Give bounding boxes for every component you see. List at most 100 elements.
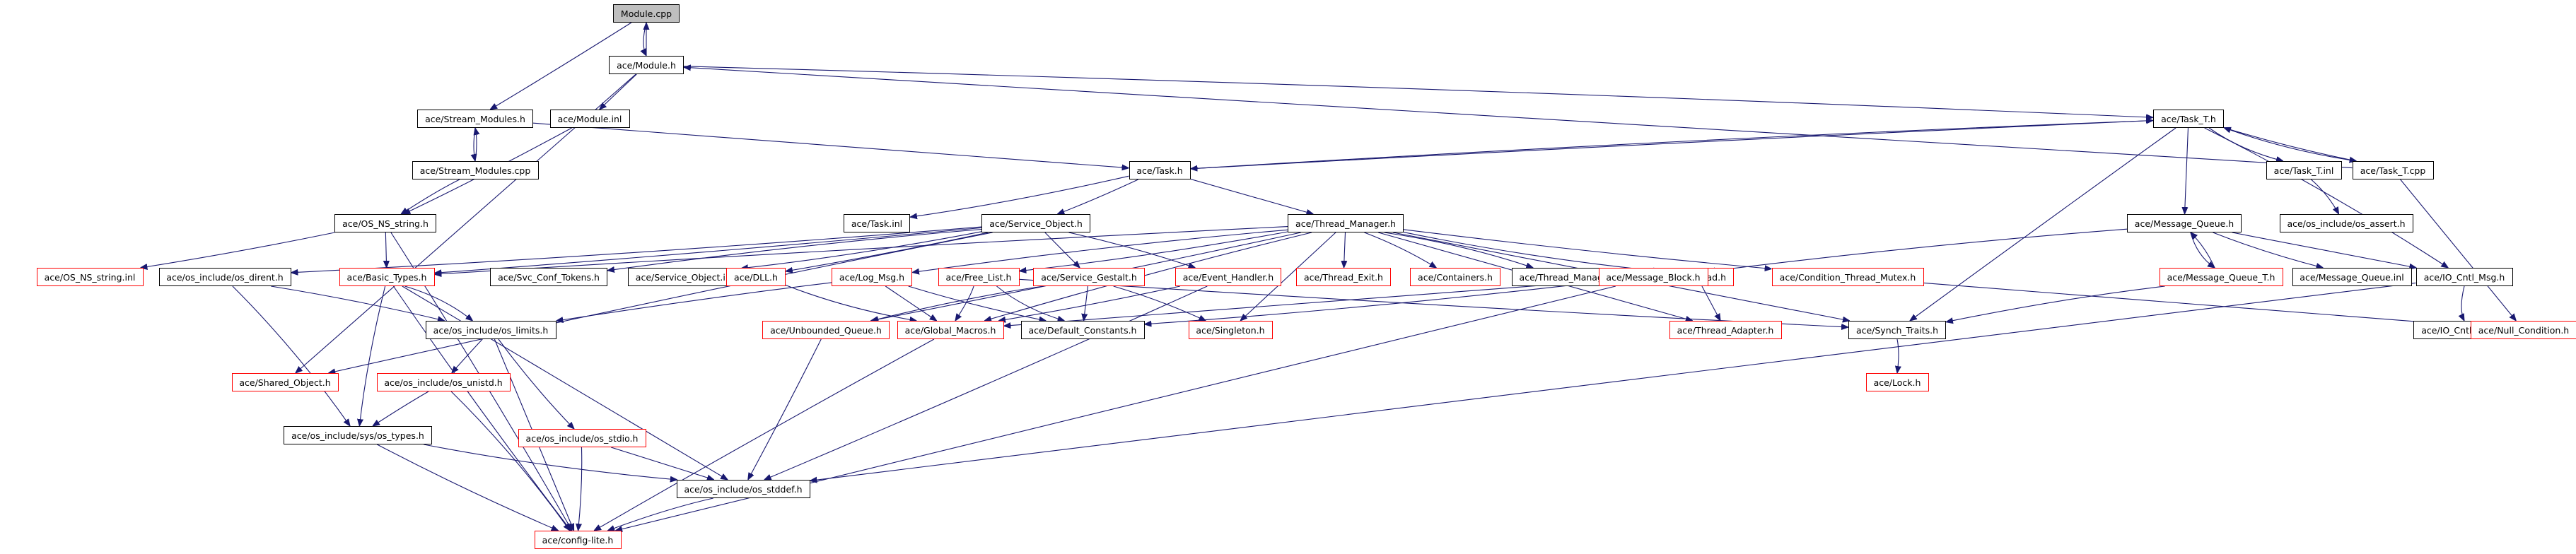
graph-node-task-inl[interactable]: ace/Task.inl xyxy=(844,214,910,232)
graph-node-os-ns-string-inl[interactable]: ace/OS_NS_string.inl xyxy=(36,268,144,286)
edge-task-t-cpp-to-module-h xyxy=(684,67,2353,169)
edge-synch-traits-h-to-lock-h xyxy=(1897,338,1899,373)
edge-global-macros-h-to-config-lite-h xyxy=(594,338,935,531)
graph-node-os-stdio-h[interactable]: ace/os_include/os_stdio.h xyxy=(518,429,646,447)
edge-task-t-h-to-task-t-inl xyxy=(2208,127,2283,161)
graph-node-default-constants-h[interactable]: ace/Default_Constants.h xyxy=(1020,321,1145,339)
graph-node-event-handler-h[interactable]: ace/Event_Handler.h xyxy=(1175,268,1281,286)
edge-message-queue-h-to-message-queue-inl xyxy=(2213,232,2324,268)
edge-thread-manager-h-to-containers-h xyxy=(1364,232,1437,268)
edge-service-object-h-to-dll-h xyxy=(786,232,989,271)
graph-node-module-inl[interactable]: ace/Module.inl xyxy=(549,110,630,128)
graph-node-log-msg-h[interactable]: ace/Log_Msg.h xyxy=(832,268,912,286)
edge-service-object-h-to-shared-object-h xyxy=(328,232,993,373)
edge-dll-h-to-global-macros-h xyxy=(785,284,916,321)
edge-io-cntl-msg-h-to-io-cntl-msg-inl xyxy=(2461,285,2464,321)
graph-node-os-types-h[interactable]: ace/os_include/sys/os_types.h xyxy=(284,426,432,444)
graph-node-os-dirent-h[interactable]: ace/os_include/os_dirent.h xyxy=(158,268,291,286)
edge-module-h-to-task-t-h xyxy=(683,66,2153,117)
edge-stream-modules-h-to-stream-modules-cpp xyxy=(474,127,475,161)
edge-log-msg-h-to-os-limits-h xyxy=(556,282,832,321)
graph-node-message-queue-h[interactable]: ace/Message_Queue.h xyxy=(2127,214,2242,232)
graph-node-message-queue-inl[interactable]: ace/Message_Queue.inl xyxy=(2292,268,2412,286)
graph-node-thread-adapter-h[interactable]: ace/Thread_Adapter.h xyxy=(1669,321,1782,339)
edge-os-types-h-to-os-stddef-h xyxy=(424,444,677,480)
edge-os-stddef-h-to-config-lite-h xyxy=(607,497,713,531)
graph-node-os-unistd-h[interactable]: ace/os_include/os_unistd.h xyxy=(376,373,511,391)
edge-module-h-to-module-inl xyxy=(600,73,637,110)
graph-node-task-h[interactable]: ace/Task.h xyxy=(1129,161,1191,179)
edge-free-list-h-to-synch-traits-h xyxy=(1019,278,1849,327)
edge-os-types-h-to-config-lite-h xyxy=(377,444,558,531)
edge-task-t-h-to-task-h xyxy=(1191,119,2154,169)
graph-node-task-t-h[interactable]: ace/Task_T.h xyxy=(2153,110,2224,128)
graph-node-basic-types-h[interactable]: ace/Basic_Types.h xyxy=(339,268,435,286)
graph-node-message-block-h[interactable]: ace/Message_Block.h xyxy=(1598,268,1708,286)
edge-thread-manager-h-to-singleton-h xyxy=(1240,232,1336,321)
graph-node-singleton-h[interactable]: ace/Singleton.h xyxy=(1188,321,1273,339)
edge-thread-manager-h-to-thread-exit-h xyxy=(1344,232,1346,268)
edge-thread-manager-h-to-thread-manager-inl xyxy=(1384,232,1534,268)
edge-service-object-h-to-basic-types-h xyxy=(435,227,982,273)
graph-node-free-list-h[interactable]: ace/Free_List.h xyxy=(938,268,1020,286)
graph-node-io-cntl-msg-h[interactable]: ace/IO_Cntl_Msg.h xyxy=(2415,268,2513,286)
graph-node-unbounded-queue-h[interactable]: ace/Unbounded_Queue.h xyxy=(762,321,890,339)
edge-task-t-h-to-synch-traits-h xyxy=(1910,127,2176,321)
graph-node-os-assert-h[interactable]: ace/os_include/os_assert.h xyxy=(2279,214,2413,232)
graph-node-os-stddef-h[interactable]: ace/os_include/os_stddef.h xyxy=(676,480,810,498)
edge-free-list-h-to-global-macros-h xyxy=(955,285,974,321)
edge-task-t-h-to-message-queue-h xyxy=(2185,127,2189,214)
edge-os-ns-string-h-to-basic-types-h xyxy=(385,232,386,268)
graph-node-thread-manager-h[interactable]: ace/Thread_Manager.h xyxy=(1288,214,1404,232)
edge-thread-h-to-thread-adapter-h xyxy=(1701,285,1720,321)
graph-node-thread-exit-h[interactable]: ace/Thread_Exit.h xyxy=(1296,268,1391,286)
edge-service-object-h-to-service-object-inl xyxy=(741,231,982,269)
graph-node-global-macros-h[interactable]: ace/Global_Macros.h xyxy=(897,321,1004,339)
edge-message-queue-h-to-io-cntl-msg-h xyxy=(2232,232,2417,268)
edge-message-queue-t-h-to-synch-traits-h xyxy=(1946,285,2165,322)
graph-node-stream-modules-cpp[interactable]: ace/Stream_Modules.cpp xyxy=(412,161,539,179)
edge-stream-modules-cpp-to-os-ns-string-h xyxy=(401,179,460,214)
edge-basic-types-h-to-os-stddef-h xyxy=(402,285,728,480)
edge-io-cntl-msg-h-to-os-stddef-h xyxy=(810,282,2416,481)
graph-node-task-t-cpp[interactable]: ace/Task_T.cpp xyxy=(2352,161,2434,179)
edge-stream-modules-h-to-task-h xyxy=(532,122,1129,168)
edge-os-unistd-h-to-config-lite-h xyxy=(450,391,570,531)
graph-node-task-t-inl[interactable]: ace/Task_T.inl xyxy=(2266,161,2342,179)
graph-node-os-limits-h[interactable]: ace/os_include/os_limits.h xyxy=(425,321,556,339)
graph-node-null-condition-h[interactable]: ace/Null_Condition.h xyxy=(2471,321,2576,339)
edge-task-h-to-task-t-h xyxy=(1190,121,2154,170)
edge-module-cpp-to-module-h xyxy=(643,22,646,56)
edge-message-queue-t-h-to-message-queue-h xyxy=(2191,232,2215,269)
edge-service-object-h-to-os-dirent-h xyxy=(291,226,982,273)
graph-node-lock-h[interactable]: ace/Lock.h xyxy=(1865,373,1929,391)
graph-node-containers-h[interactable]: ace/Containers.h xyxy=(1410,268,1500,286)
graph-node-os-ns-string-h[interactable]: ace/OS_NS_string.h xyxy=(334,214,436,232)
edge-service-gestalt-h-to-default-constants-h xyxy=(1084,285,1088,321)
edge-task-t-cpp-to-task-t-h xyxy=(2224,128,2357,162)
graph-node-dll-h[interactable]: ace/DLL.h xyxy=(726,268,786,286)
edge-basic-types-h-to-os-types-h xyxy=(359,285,386,426)
graph-node-stream-modules-h[interactable]: ace/Stream_Modules.h xyxy=(417,110,533,128)
edge-os-limits-h-to-os-stdio-h xyxy=(498,338,574,429)
graph-node-config-lite-h[interactable]: ace/config-lite.h xyxy=(534,531,622,549)
edge-thread-manager-h-to-condition-thread-mutex-h xyxy=(1403,229,1772,269)
graph-node-synch-traits-h[interactable]: ace/Synch_Traits.h xyxy=(1848,321,1946,339)
graph-node-module-cpp[interactable]: Module.cpp xyxy=(613,4,680,23)
edge-log-msg-h-to-global-macros-h xyxy=(885,285,937,321)
edge-os-dirent-h-to-os-limits-h xyxy=(271,285,445,321)
graph-node-svc-conf-tokens-h[interactable]: ace/Svc_Conf_Tokens.h xyxy=(490,268,607,286)
edge-condition-thread-mutex-h-to-null-condition-h xyxy=(1923,282,2471,326)
graph-node-shared-object-h[interactable]: ace/Shared_Object.h xyxy=(231,373,339,391)
edge-os-ns-string-h-to-os-ns-string-inl xyxy=(141,232,335,268)
graph-node-service-object-h[interactable]: ace/Service_Object.h xyxy=(981,214,1090,232)
graph-node-service-gestalt-h[interactable]: ace/Service_Gestalt.h xyxy=(1033,268,1145,286)
edge-unbounded-queue-h-to-os-stddef-h xyxy=(748,338,822,480)
graph-node-module-h[interactable]: ace/Module.h xyxy=(609,56,684,74)
edge-task-t-inl-to-os-assert-h xyxy=(2311,179,2338,214)
graph-node-condition-thread-mutex-h[interactable]: ace/Condition_Thread_Mutex.h xyxy=(1771,268,1924,286)
graph-node-message-queue-t-h[interactable]: ace/Message_Queue_T.h xyxy=(2159,268,2283,286)
edge-service-gestalt-h-to-unbounded-queue-h xyxy=(871,285,1044,321)
graph-node-service-object-inl[interactable]: ace/Service_Object.inl xyxy=(628,268,741,286)
